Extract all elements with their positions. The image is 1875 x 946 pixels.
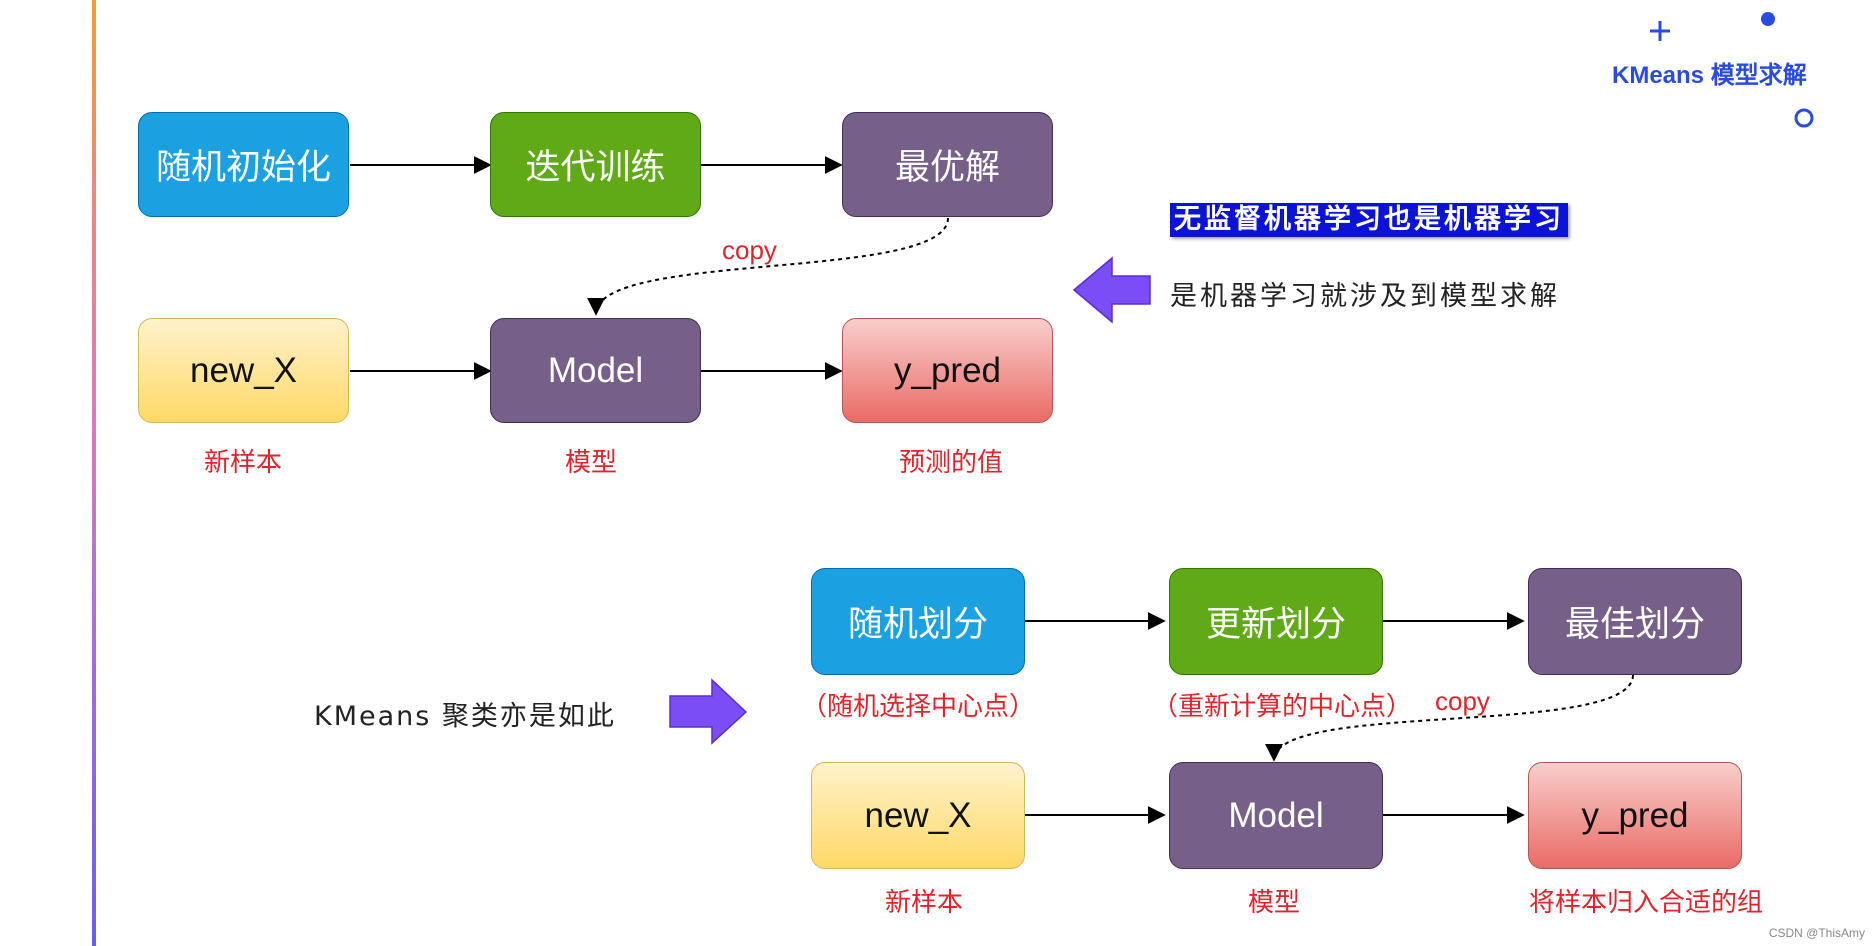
node-update-partition: 更新划分 [1169,568,1383,675]
caption-model-2: 模型 [1247,888,1301,918]
caption-predicted-value: 预测的值 [898,448,1004,478]
ring-icon [1794,108,1814,128]
node-best-partition: 最佳划分 [1528,568,1742,675]
watermark: CSDN @ThisAmy [1768,926,1865,940]
caption-random-centers: （随机选择中心点） [800,692,1036,722]
note-model-solving: 是机器学习就涉及到模型求解 [1170,281,1560,312]
node-new-x: new_X [138,318,349,423]
dot-icon [1761,12,1775,26]
node-random-partition: 随机划分 [811,568,1025,675]
node-new-x-2: new_X [811,762,1025,869]
copy-label-top: copy [722,235,777,265]
left-accent-bar [92,0,96,946]
node-optimal-solution: 最优解 [842,112,1053,217]
kmeans-intro: KMeans 聚类亦是如此 [314,701,616,732]
copy-label-bottom: copy [1435,686,1490,716]
node-y-pred: y_pred [842,318,1053,423]
plus-icon [1650,21,1670,41]
node-iterative-training: 迭代训练 [490,112,701,217]
left-block-arrow-icon [1072,256,1151,324]
caption-model: 模型 [564,448,618,478]
caption-recomputed-centers: （重新计算的中心点） [1151,692,1413,722]
caption-new-sample: 新样本 [203,448,283,478]
caption-new-sample-2: 新样本 [884,888,964,918]
banner-unsupervised: 无监督机器学习也是机器学习 [1170,203,1568,237]
node-y-pred-2: y_pred [1528,762,1742,869]
caption-assign-to-group: 将样本归入合适的组 [1528,888,1764,918]
corner-title: KMeans 模型求解 [1612,62,1807,89]
node-model-2: Model [1169,762,1383,869]
node-model: Model [490,318,701,423]
right-block-arrow-icon [669,678,748,745]
copy-arrow-top [587,217,949,316]
node-random-init: 随机初始化 [138,112,349,217]
